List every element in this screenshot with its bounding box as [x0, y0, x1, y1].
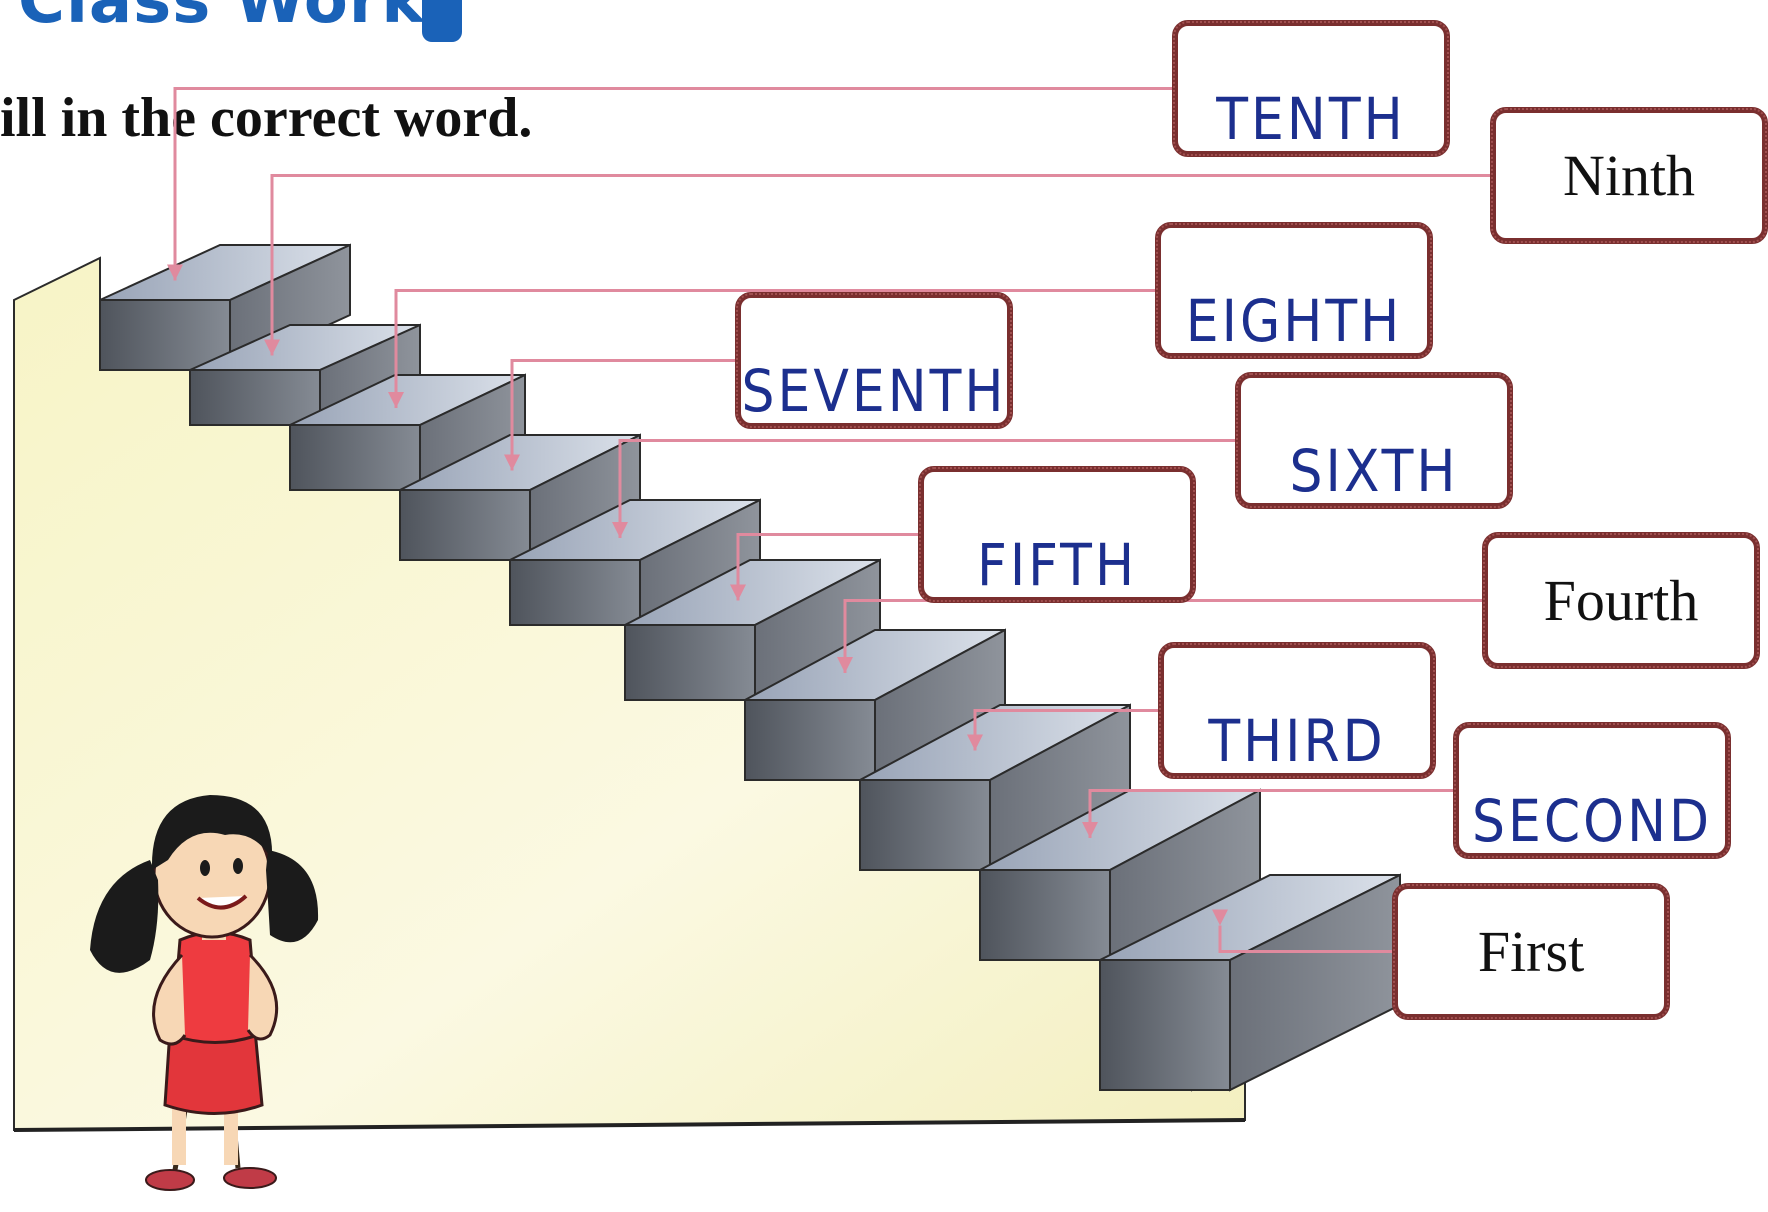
answer-box[interactable]: THIRD	[1158, 642, 1436, 779]
answer-box[interactable]: FIFTH	[918, 466, 1196, 603]
handwritten-answer: THIRD	[1208, 713, 1385, 771]
step-riser	[860, 780, 990, 870]
answer-box[interactable]: SECOND	[1453, 722, 1731, 859]
answer-box: First	[1392, 883, 1670, 1020]
handwritten-answer: TENTH	[1216, 91, 1405, 149]
handwritten-answer: SIXTH	[1290, 443, 1459, 501]
answer-box[interactable]: SIXTH	[1235, 372, 1513, 509]
printed-ordinal: Ninth	[1563, 142, 1695, 209]
step-riser	[980, 870, 1110, 960]
handwritten-answer: SEVENTH	[741, 363, 1006, 421]
handwritten-answer: FIFTH	[977, 537, 1137, 595]
step-riser	[510, 560, 640, 625]
handwritten-answer: SECOND	[1472, 793, 1712, 851]
answer-box: Ninth	[1490, 107, 1768, 244]
step-riser	[100, 300, 230, 370]
answer-box[interactable]: TENTH	[1172, 20, 1450, 157]
answer-box[interactable]: SEVENTH	[735, 292, 1013, 429]
step-riser	[290, 425, 420, 490]
printed-ordinal: Fourth	[1544, 567, 1699, 634]
step-riser	[190, 370, 320, 425]
answer-box: Fourth	[1482, 532, 1760, 669]
step-riser	[1100, 960, 1230, 1090]
step-riser	[400, 490, 530, 560]
answer-box[interactable]: EIGHTH	[1155, 222, 1433, 359]
step-riser	[625, 625, 755, 700]
printed-ordinal: First	[1478, 918, 1584, 985]
handwritten-answer: EIGHTH	[1186, 293, 1402, 351]
step-riser	[745, 700, 875, 780]
